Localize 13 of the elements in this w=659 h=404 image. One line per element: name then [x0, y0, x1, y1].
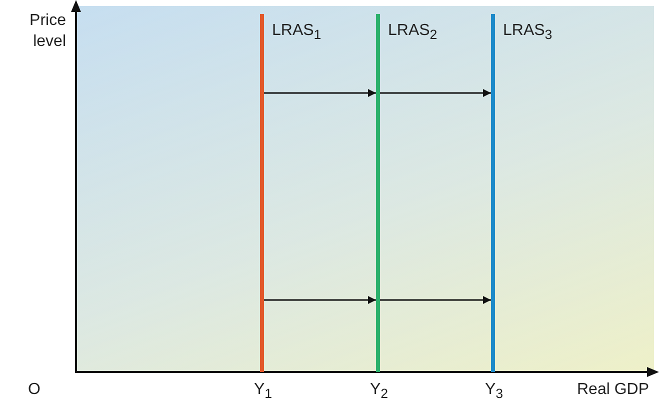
axis-label: O [28, 381, 40, 399]
arrow [380, 296, 491, 304]
arrow [264, 296, 376, 304]
axis-label: Y$_{2}$ [370, 381, 388, 402]
axis-label: Price level [28, 11, 66, 52]
arrow [380, 89, 491, 97]
arrow [264, 89, 376, 97]
curve-label: LRAS$_{2}$ [388, 22, 438, 43]
curve-label: LRAS$_{1}$ [272, 22, 322, 43]
axis-label: Real GDP [577, 381, 650, 399]
axis-label: Y$_{3}$ [485, 381, 504, 402]
axis-label: Y$_{1}$ [254, 381, 272, 402]
curve-label: LRAS$_{3}$ [503, 22, 552, 43]
